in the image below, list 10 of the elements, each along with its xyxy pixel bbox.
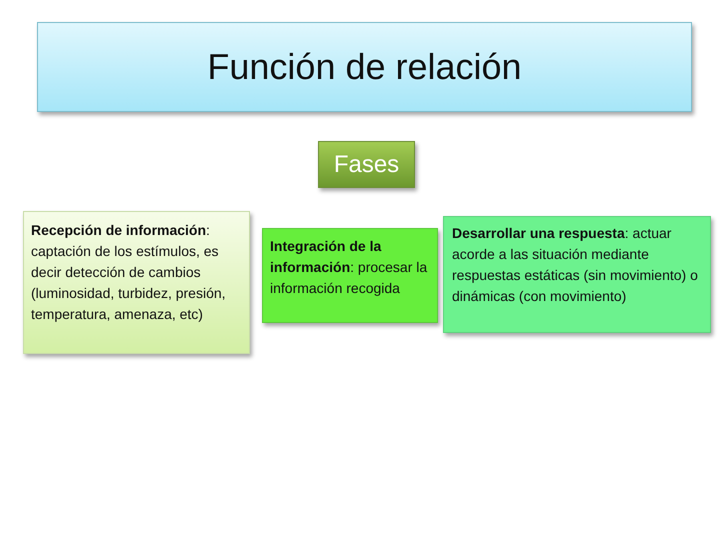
phases-box <box>318 141 415 188</box>
phase-box <box>23 211 250 354</box>
phase-box <box>443 216 711 333</box>
title-banner <box>37 22 692 112</box>
heading-text: Fases <box>334 150 400 178</box>
description-text: Desarrollar una respuesta: actuar acorde a las situación mediante respuestas estáticas (sin movimiento) o dinámicas (con movimiento) <box>452 224 699 306</box>
description-text: Integración de la información: procesar la información recogida <box>270 237 428 298</box>
description-text: Recepción de información: captación de los estímulos, es decir detección de cambios (luminosidad, turbidez, presión, temperatura, amenaza, etc) <box>31 221 227 324</box>
title-text: Función de relación <box>207 46 522 88</box>
phase-box <box>262 228 438 323</box>
